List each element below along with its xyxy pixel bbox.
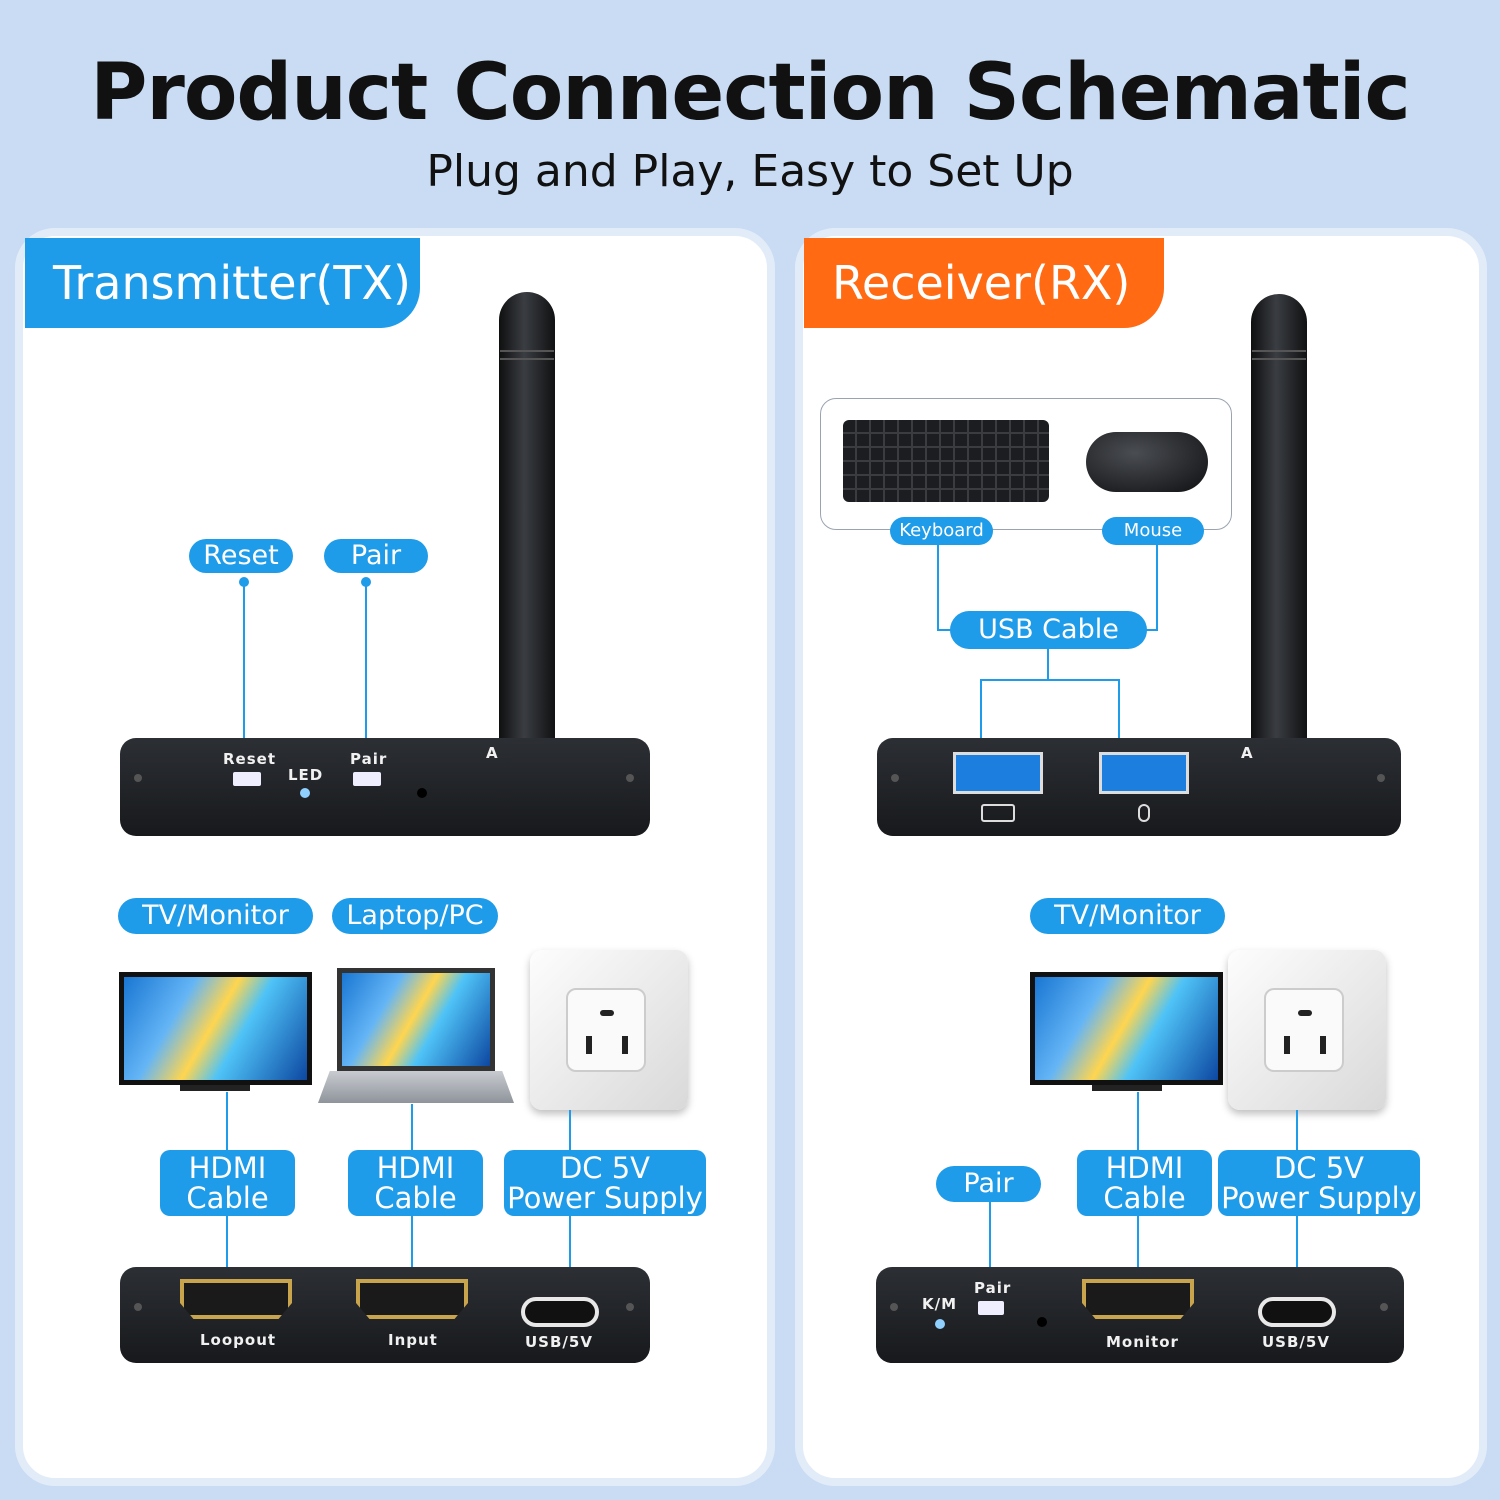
rx-monitor-stand xyxy=(1092,1085,1162,1091)
rx-usb-branch xyxy=(980,679,1120,681)
rx-usb-label: USB/5V xyxy=(1262,1333,1330,1351)
rx-ant-label: A xyxy=(1241,744,1254,762)
tx-top-device: Reset LED Pair A xyxy=(120,738,650,836)
tx-antenna xyxy=(499,292,555,820)
rx-usb-left-drop xyxy=(980,679,982,759)
rx-monitor xyxy=(1030,972,1223,1085)
tx-loopout-label: Loopout xyxy=(200,1331,277,1349)
rx-mic-hole xyxy=(1037,1317,1047,1327)
tx-antenna-ring xyxy=(500,350,554,360)
tx-power-supply: DC 5V Power Supply xyxy=(504,1150,706,1216)
transmitter-tag: Transmitter(TX) xyxy=(25,238,420,328)
tx-bottom-device: Loopout Input USB/5V xyxy=(120,1267,650,1363)
tx-power-outlet xyxy=(530,950,688,1110)
tx-hdmi-cable-2: HDMI Cable xyxy=(348,1150,483,1216)
rx-mouse-hline xyxy=(1145,629,1158,631)
tx-hdmi-cable-1: HDMI Cable xyxy=(160,1150,295,1216)
rx-hdmi-cable: HDMI Cable xyxy=(1077,1150,1212,1216)
tx-top-pair-label: Pair xyxy=(350,750,388,768)
rx-usb-keyboard-port[interactable] xyxy=(953,752,1043,794)
rx-pair-line xyxy=(989,1200,991,1300)
tx-input-port[interactable] xyxy=(356,1279,468,1319)
rx-power-supply: DC 5V Power Supply xyxy=(1218,1150,1420,1216)
rx-mouse-label: Mouse xyxy=(1102,517,1204,545)
tx-reset-callout: Reset xyxy=(189,539,293,573)
page-title: Product Connection Schematic xyxy=(90,48,1411,138)
rx-keyboard-port-icon xyxy=(981,804,1015,822)
tx-laptop xyxy=(337,968,495,1071)
rx-km-led xyxy=(935,1319,945,1329)
tx-tv-label: TV/Monitor xyxy=(118,898,313,934)
tx-reset-button[interactable] xyxy=(233,772,261,786)
receiver-tag: Receiver(RX) xyxy=(804,238,1164,328)
tx-led-indicator xyxy=(300,788,310,798)
rx-mouse-port-icon xyxy=(1138,804,1150,822)
rx-bottom-device: K/M Pair Monitor USB/5V xyxy=(876,1267,1404,1363)
page-subtitle: Plug and Play, Easy to Set Up xyxy=(426,146,1074,197)
rx-usb-cable-label: USB Cable xyxy=(950,611,1147,649)
tx-pair-callout: Pair xyxy=(324,539,428,573)
tx-top-reset-label: Reset xyxy=(223,750,276,768)
rx-power-outlet xyxy=(1228,950,1386,1110)
tx-input-label: Input xyxy=(388,1331,438,1349)
tx-pair-line xyxy=(365,585,367,775)
tx-usb-label: USB/5V xyxy=(525,1333,593,1351)
tx-ant-label: A xyxy=(486,744,499,762)
rx-antenna-ring xyxy=(1252,350,1306,360)
tx-reset-line xyxy=(243,585,245,775)
rx-tv-label: TV/Monitor xyxy=(1030,898,1225,934)
tx-laptop-label: Laptop/PC xyxy=(332,898,498,934)
rx-usb-stem xyxy=(1047,649,1049,681)
tx-pair-dot xyxy=(361,577,371,587)
rx-usb-mouse-port[interactable] xyxy=(1099,752,1189,794)
tx-laptop-keyboard xyxy=(318,1071,514,1103)
rx-keyboard-hline xyxy=(937,629,951,631)
rx-mouse-image xyxy=(1086,432,1208,492)
rx-top-device: A xyxy=(877,738,1401,836)
rx-pair-callout: Pair xyxy=(936,1166,1041,1202)
tx-pair-button[interactable] xyxy=(353,772,381,786)
tx-mic-hole xyxy=(417,788,427,798)
rx-keyboard-image xyxy=(843,420,1049,502)
tx-usbc-port[interactable] xyxy=(521,1297,599,1327)
rx-pair-label: Pair xyxy=(974,1279,1012,1297)
rx-mouse-line xyxy=(1156,545,1158,631)
rx-usbc-port[interactable] xyxy=(1258,1297,1336,1327)
tx-reset-dot xyxy=(239,577,249,587)
tx-loopout-port[interactable] xyxy=(180,1279,292,1319)
tx-monitor xyxy=(119,972,312,1085)
rx-pair-button[interactable] xyxy=(978,1301,1004,1315)
rx-antenna xyxy=(1251,294,1307,820)
tx-top-led-label: LED xyxy=(288,766,324,784)
rx-keyboard-label: Keyboard xyxy=(890,517,993,545)
rx-keyboard-line xyxy=(937,545,939,631)
tx-monitor-stand xyxy=(180,1085,250,1091)
rx-km-label: K/M xyxy=(922,1295,958,1313)
rx-usb-right-drop xyxy=(1118,679,1120,759)
rx-monitor-label: Monitor xyxy=(1106,1333,1179,1351)
rx-monitor-port[interactable] xyxy=(1082,1279,1194,1319)
